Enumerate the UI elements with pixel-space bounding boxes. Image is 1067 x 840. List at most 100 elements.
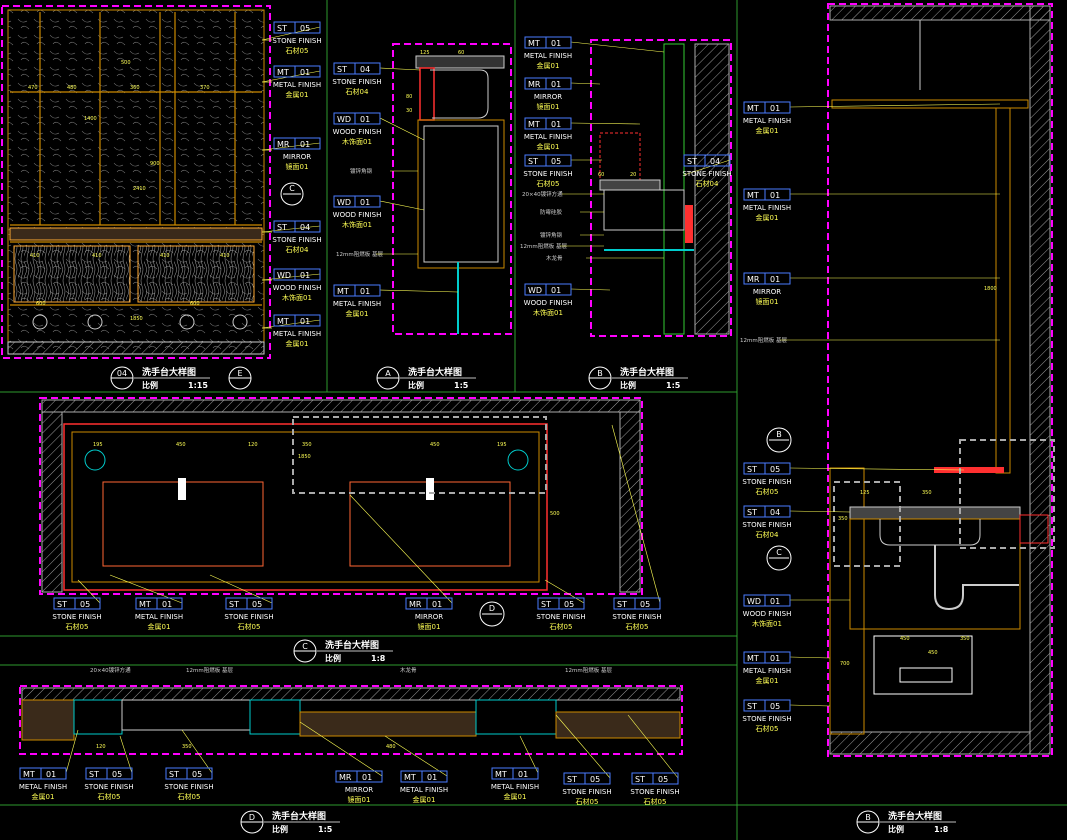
tag-number: 05 bbox=[658, 775, 668, 784]
detail-scale-label: 比例 bbox=[888, 824, 904, 834]
tag-code: MT bbox=[747, 654, 759, 663]
tag-english-label: STONE FINISH bbox=[523, 170, 572, 178]
dim-text: 120 bbox=[248, 442, 258, 448]
note-moisture-board: 12mm阻燃板 基层 bbox=[520, 242, 604, 250]
tag-chinese-label: 镜面01 bbox=[286, 162, 309, 171]
dim-text: 80 bbox=[406, 94, 412, 100]
tag-number: 01 bbox=[427, 773, 437, 782]
tag-code: WD bbox=[277, 271, 291, 280]
dim-text: 600 bbox=[190, 301, 200, 307]
tag-number: 01 bbox=[300, 68, 310, 77]
tag-english-label: METAL FINISH bbox=[743, 667, 791, 675]
note-text: 12mm阻燃板 基层 bbox=[520, 242, 567, 250]
tag-chinese-label: 石材04 bbox=[756, 530, 779, 539]
tag-chinese-label: 石材05 bbox=[576, 797, 599, 806]
tag-code: MR bbox=[747, 275, 760, 284]
detail-scale-label: 比例 bbox=[325, 653, 341, 663]
tag-chinese-label: 金属01 bbox=[756, 676, 779, 685]
tag-code: MR bbox=[277, 140, 290, 149]
tag-english-label: STONE FINISH bbox=[630, 788, 679, 796]
tag-chinese-label: 石材05 bbox=[756, 487, 779, 496]
dim-text: 600 bbox=[36, 301, 46, 307]
tag-number: 05 bbox=[564, 600, 574, 609]
tag-english-label: MIRROR bbox=[534, 93, 562, 101]
tag-chinese-label: 木饰面01 bbox=[342, 137, 372, 146]
detail-title-text: 洗手台大样图 bbox=[888, 810, 942, 822]
dim-text: 450 bbox=[900, 636, 910, 642]
tag-chinese-label: 镜面01 bbox=[418, 622, 441, 631]
callout-letter: C bbox=[289, 184, 295, 193]
tag-code: MT bbox=[277, 317, 289, 326]
note-text: 12mm阻燃板 基层 bbox=[336, 250, 383, 258]
detail-scale-value: 1:5 bbox=[666, 381, 681, 390]
tag-chinese-label: 石材05 bbox=[286, 46, 309, 55]
note-galv-square: 20×40镀锌方通 bbox=[522, 190, 604, 198]
dim-text: 450 bbox=[430, 442, 440, 448]
tag-number: 04 bbox=[710, 157, 720, 166]
tag-number: 01 bbox=[432, 600, 442, 609]
tag-number: 05 bbox=[112, 770, 122, 779]
detail-scale-label: 比例 bbox=[620, 380, 636, 390]
tag-english-label: MIRROR bbox=[345, 786, 373, 794]
tag-english-label: WOOD FINISH bbox=[524, 299, 573, 307]
tag-chinese-label: 金属01 bbox=[756, 213, 779, 222]
tag-number: 04 bbox=[770, 508, 780, 517]
tag-chinese-label: 石材05 bbox=[626, 622, 649, 631]
detail-title-text: 洗手台大样图 bbox=[620, 366, 674, 378]
note-text: 木龙骨 bbox=[546, 254, 563, 262]
tag-english-label: MIRROR bbox=[283, 153, 311, 161]
callout-d-plan: D bbox=[479, 601, 505, 627]
callout-letter: D bbox=[489, 604, 495, 613]
dim-text: 125 bbox=[420, 50, 430, 56]
callout-c-side: C bbox=[766, 545, 792, 571]
note-wood-keel: 木龙骨 bbox=[400, 666, 417, 674]
detail-title-text: 洗手台大样图 bbox=[408, 366, 462, 378]
tag-chinese-label: 石材05 bbox=[178, 792, 201, 801]
dim-text: 900 bbox=[150, 161, 160, 167]
note-text: 木龙骨 bbox=[400, 666, 417, 674]
dim-text: 60 bbox=[458, 50, 464, 56]
tag-english-label: METAL FINISH bbox=[400, 786, 448, 794]
side-section-drawing: 1800 125 350 450 350 450 350 700 bbox=[827, 3, 1055, 757]
note-wood-keel: 木龙骨 bbox=[546, 254, 664, 262]
dim-text: 20 bbox=[630, 172, 636, 178]
tag-english-label: STONE FINISH bbox=[742, 478, 791, 486]
detail-scale-label: 比例 bbox=[408, 380, 424, 390]
tag-chinese-label: 石材04 bbox=[696, 179, 719, 188]
tag-english-label: METAL FINISH bbox=[135, 613, 183, 621]
elevation-dimensions: 470 480 360 370 1400 2410 500 900 410 41… bbox=[28, 60, 230, 322]
tag-number: 01 bbox=[770, 654, 780, 663]
tag-code: ST bbox=[277, 24, 287, 33]
tag-chinese-label: 木饰面01 bbox=[282, 293, 312, 302]
tag-code: MT bbox=[277, 68, 289, 77]
tag-english-label: MIRROR bbox=[753, 288, 781, 296]
tag-code: MT bbox=[23, 770, 35, 779]
note-moisture-board: 12mm阻燃板 基层 bbox=[186, 666, 233, 674]
tag-code: MT bbox=[528, 120, 540, 129]
tag-chinese-label: 镜面01 bbox=[348, 795, 371, 804]
dim-text: 410 bbox=[220, 253, 230, 259]
tag-number: 04 bbox=[300, 223, 310, 232]
dim-text: 120 bbox=[96, 744, 106, 750]
tag-english-label: STONE FINISH bbox=[272, 236, 321, 244]
